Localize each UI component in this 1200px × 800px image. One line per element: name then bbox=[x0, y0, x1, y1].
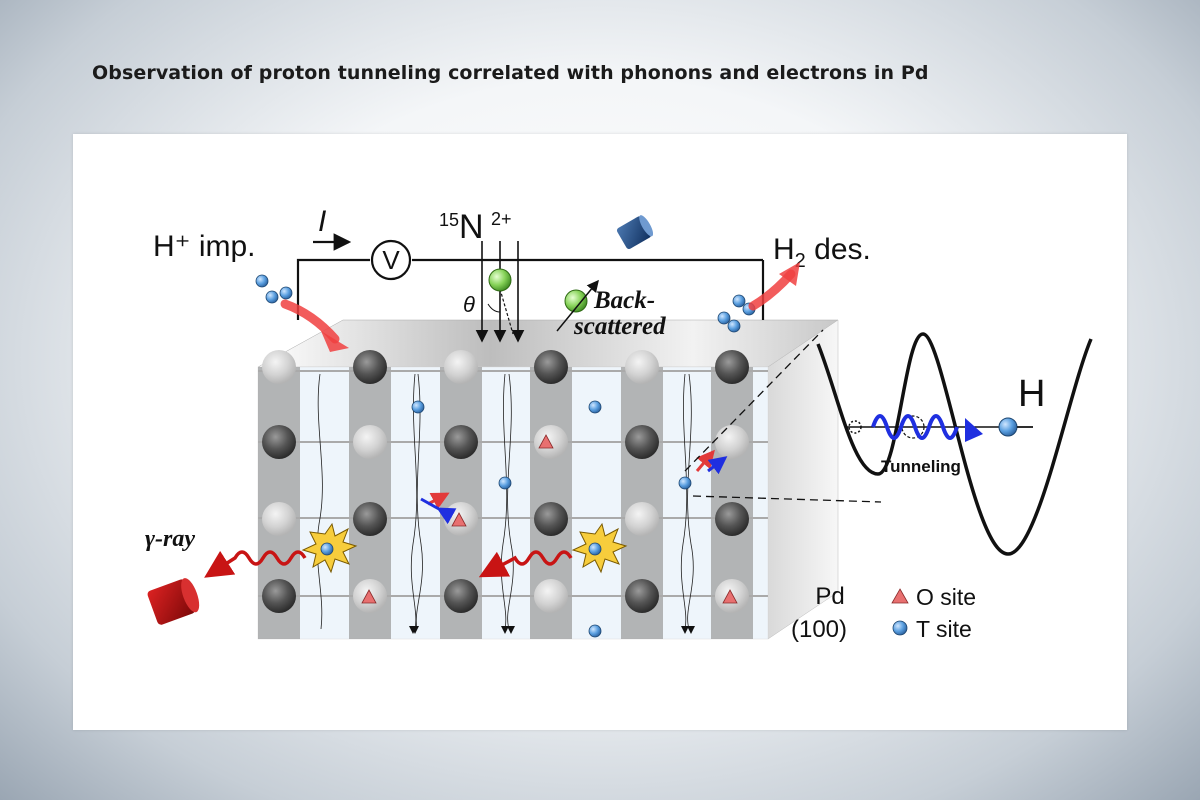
gamma-detector bbox=[147, 578, 200, 625]
h-implant-atoms bbox=[255, 274, 293, 304]
beam-tilt-line bbox=[499, 288, 514, 335]
exchange-arrows bbox=[420, 449, 728, 525]
current-label: I bbox=[318, 205, 326, 238]
channeling-traces bbox=[316, 373, 694, 630]
legend-triangle-icon bbox=[891, 588, 909, 604]
gamma-ray-label: γ-ray bbox=[145, 526, 195, 552]
page-title: Observation of proton tunneling correlat… bbox=[92, 62, 929, 84]
figure-panel: V I H⁺ imp. H2 des. 15 N 2+ θ Back- scat… bbox=[73, 134, 1127, 730]
gamma-wave-left bbox=[204, 550, 307, 578]
pd-atoms bbox=[262, 350, 749, 613]
backscattered-label-line2: scattered bbox=[573, 313, 666, 340]
h2-desorb-atoms bbox=[717, 294, 756, 333]
nuclear-reaction-burst-left bbox=[301, 522, 358, 574]
legend-circle-icon bbox=[892, 620, 908, 636]
h2-desorption-label: H2 des. bbox=[773, 233, 871, 272]
backscattered-label-line1: Back- bbox=[593, 287, 655, 314]
angle-arc bbox=[487, 303, 501, 313]
legend-t-site: T site bbox=[916, 616, 972, 642]
t-site-markers bbox=[411, 400, 692, 638]
desorption-arrow bbox=[748, 269, 796, 311]
beam-mass-number: 15 bbox=[439, 210, 459, 230]
tunneling-label: Tunneling bbox=[881, 457, 961, 476]
zoom-lines bbox=[684, 329, 882, 503]
beam-element: N bbox=[459, 208, 484, 246]
backscattered-ion bbox=[564, 289, 588, 313]
inset-atom-label: H bbox=[1018, 373, 1045, 415]
h-atom bbox=[998, 417, 1018, 437]
tunneling-arrowhead bbox=[965, 418, 983, 442]
backscatter-detector bbox=[616, 215, 654, 250]
backscatter-arrow bbox=[556, 279, 599, 332]
n15-ion bbox=[488, 268, 512, 292]
gamma-wave-center bbox=[478, 550, 573, 578]
beam-charge: 2+ bbox=[491, 209, 512, 229]
angle-label: θ bbox=[463, 292, 475, 317]
o-site-markers bbox=[361, 434, 738, 604]
h-implantation-label: H⁺ imp. bbox=[153, 230, 256, 263]
voltmeter-label: V bbox=[382, 245, 400, 275]
measurement-circuit bbox=[296, 258, 765, 320]
legend: O site T site bbox=[891, 584, 976, 642]
potential-inset: H Tunneling bbox=[816, 332, 1093, 556]
nuclear-reaction-burst-center bbox=[571, 522, 628, 574]
trace-arrowheads bbox=[409, 626, 695, 634]
implant-arrow bbox=[280, 299, 340, 344]
pd-crystal bbox=[204, 319, 839, 640]
lattice-rows bbox=[258, 370, 768, 597]
voltmeter bbox=[370, 239, 412, 281]
diagram-svg: V I H⁺ imp. H2 des. 15 N 2+ θ Back- scat… bbox=[145, 205, 1093, 643]
left-well-proton bbox=[848, 420, 862, 434]
tunneling-wave bbox=[871, 414, 959, 440]
crystal-label-line1: Pd bbox=[815, 583, 844, 610]
double-well-curve bbox=[816, 332, 1093, 556]
legend-o-site: O site bbox=[916, 584, 976, 610]
crystal-label-line2: (100) bbox=[791, 616, 847, 643]
ghost-proton bbox=[901, 415, 925, 439]
